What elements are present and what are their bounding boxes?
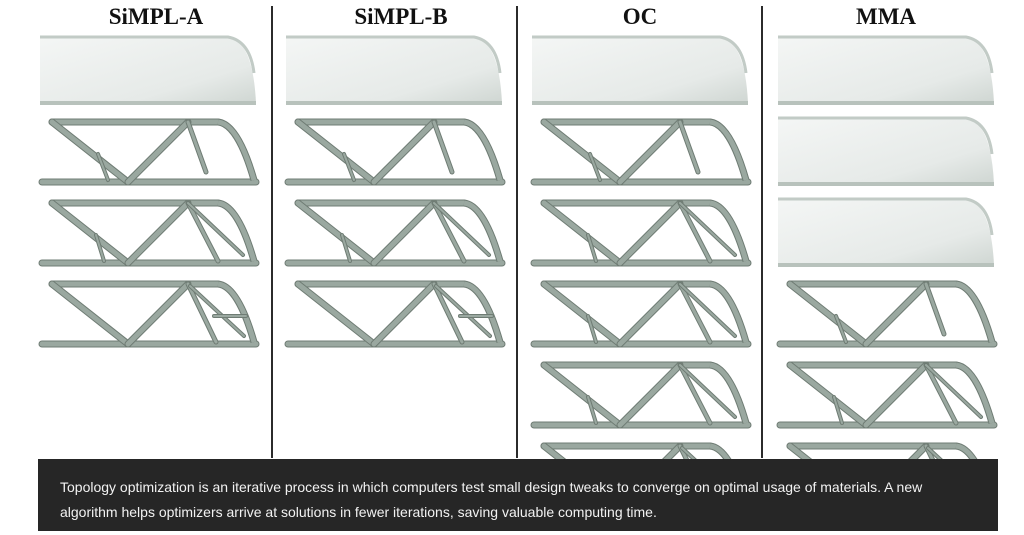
iteration-frame-oc-2 — [530, 114, 752, 188]
iteration-frame-simpl-a-3 — [38, 195, 260, 269]
iteration-frame-oc-4 — [530, 276, 752, 350]
iteration-frame-simpl-b-1 — [284, 33, 506, 107]
iteration-frame-simpl-b-3 — [284, 195, 506, 269]
iteration-frame-mma-4 — [776, 276, 998, 350]
column-divider — [271, 6, 273, 458]
iteration-frame-simpl-a-2 — [38, 114, 260, 188]
iteration-frame-mma-3 — [776, 195, 998, 269]
iteration-frame-simpl-b-2 — [284, 114, 506, 188]
iteration-frame-mma-2 — [776, 114, 998, 188]
column-title-mma: MMA — [855, 4, 917, 29]
column-divider — [516, 6, 518, 458]
column-title-oc: OC — [622, 4, 658, 29]
column-title-simpl-a: SiMPL-A — [108, 4, 204, 29]
iteration-frame-oc-1 — [530, 33, 752, 107]
iteration-frame-mma-5 — [776, 357, 998, 431]
iteration-frame-simpl-b-4 — [284, 276, 506, 350]
column-divider — [761, 6, 763, 458]
iteration-frame-oc-5 — [530, 357, 752, 431]
iteration-frame-simpl-a-1 — [38, 33, 260, 107]
iteration-frame-oc-3 — [530, 195, 752, 269]
iteration-frame-simpl-a-4 — [38, 276, 260, 350]
caption-box: Topology optimization is an iterative pr… — [38, 459, 998, 531]
caption-text: Topology optimization is an iterative pr… — [60, 479, 923, 520]
iteration-frame-mma-1 — [776, 33, 998, 107]
column-title-simpl-b: SiMPL-B — [354, 4, 448, 29]
